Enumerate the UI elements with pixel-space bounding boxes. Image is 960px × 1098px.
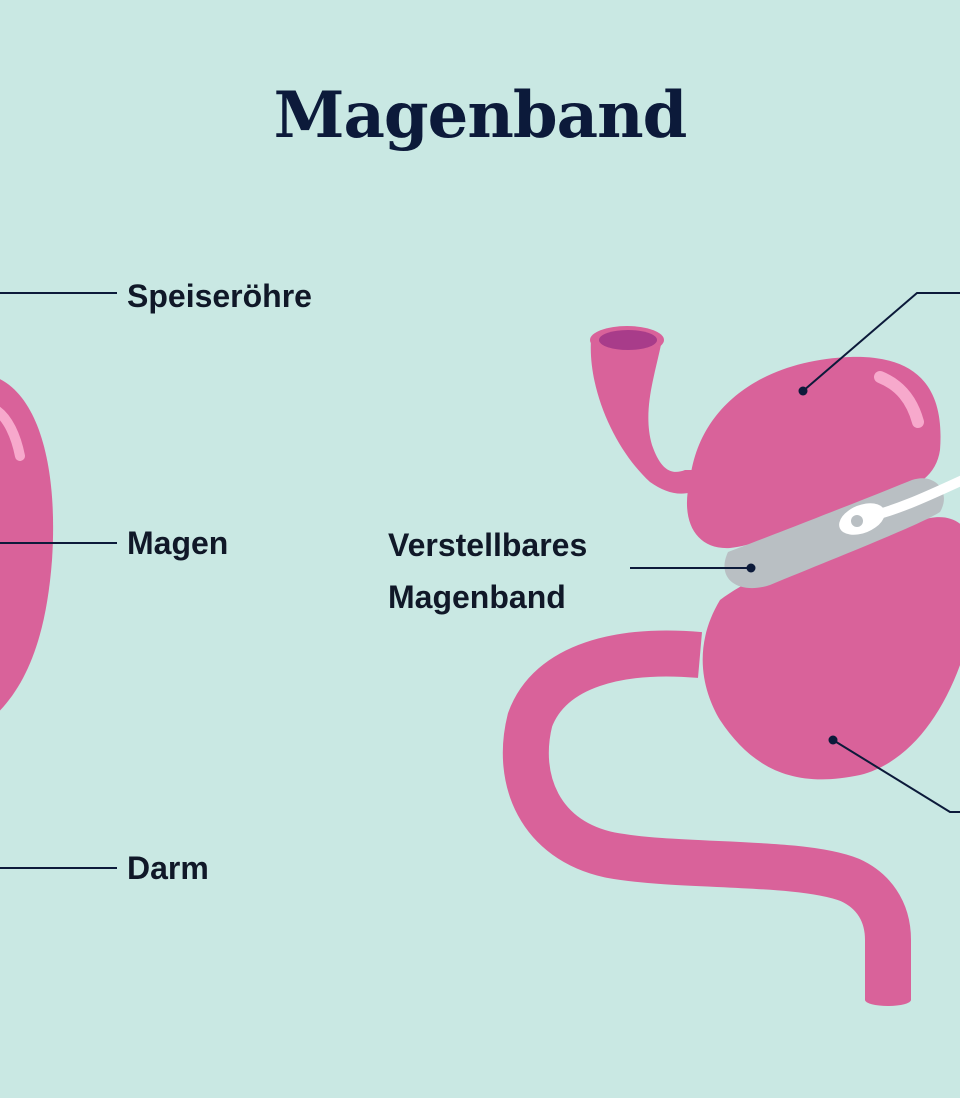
band-port-dot	[851, 515, 863, 527]
normal-stomach-body	[0, 379, 54, 711]
label-stomach: Magen	[127, 525, 229, 561]
normal-stomach-highlight	[0, 406, 25, 461]
band-leader-dot	[746, 563, 756, 573]
esophagus-opening	[599, 330, 657, 350]
label-band-line2: Magenband	[388, 579, 566, 615]
esophagus-tube	[590, 340, 718, 494]
pouch-leader-dot	[798, 386, 808, 396]
upper-pouch-highlight	[874, 371, 924, 428]
label-band-line1: Verstellbares	[388, 527, 588, 563]
lower-stomach-leader-dot	[828, 735, 838, 745]
lower-stomach-leader-line	[832, 739, 960, 813]
intestine-end	[865, 994, 911, 1006]
right-leader-lines	[630, 292, 960, 813]
pouch-leader-line	[802, 292, 960, 392]
banded-stomach	[502, 326, 960, 1006]
intestine-tube	[502, 630, 911, 1000]
page-title: Magenband	[273, 78, 688, 153]
normal-stomach	[0, 379, 54, 711]
left-leader-lines	[0, 292, 117, 869]
label-intestine: Darm	[127, 850, 209, 886]
label-esophagus: Speiseröhre	[127, 278, 312, 314]
